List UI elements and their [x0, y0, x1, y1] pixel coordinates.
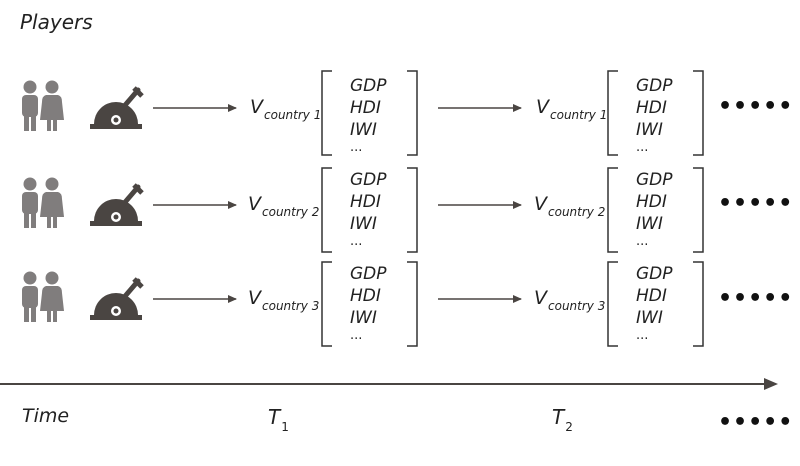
- bracket-right-row-1-t2: [693, 70, 704, 156]
- time-continuation-dots: •••••: [718, 410, 794, 435]
- bracket-right-row-1-t1: [407, 70, 418, 156]
- voting-lever-icon-row-2: [90, 183, 144, 226]
- voting-lever-icon-row-1: [90, 86, 144, 129]
- time-axis-label: Time: [22, 405, 70, 427]
- couple-icon-row-1: [22, 80, 64, 131]
- bracket-left-row-2-t1: [321, 167, 332, 253]
- bracket-right-row-3-t1: [407, 261, 418, 347]
- bracket-right-row-2-t1: [407, 167, 418, 253]
- v-label-row-3: Vcountry 3: [248, 287, 320, 313]
- bracket-right-row-2-t2: [693, 167, 704, 253]
- continuation-dots-row-3: •••••: [718, 286, 794, 311]
- bracket-left-row-3-t2: [607, 261, 618, 347]
- couple-icon-row-3: [22, 271, 64, 322]
- v-label-row-2-t2: Vcountry 2: [534, 193, 606, 219]
- time-axis-arrowhead: [764, 378, 778, 390]
- continuation-dots-row-2: •••••: [718, 191, 794, 216]
- continuation-dots-row-1: •••••: [718, 94, 794, 119]
- v-label-row-1: Vcountry 1: [250, 96, 322, 122]
- v-label-row-3-t2: Vcountry 3: [534, 287, 606, 313]
- v-label-row-1-t2: Vcountry 1: [536, 96, 608, 122]
- bracket-left-row-3-t1: [321, 261, 332, 347]
- diagram-title: Players: [20, 10, 93, 34]
- bracket-left-row-2-t2: [607, 167, 618, 253]
- couple-icon-row-2: [22, 177, 64, 228]
- time-label-t2: T2: [552, 405, 573, 434]
- voting-lever-icon-row-3: [90, 277, 144, 320]
- bracket-left-row-1-t1: [321, 70, 332, 156]
- time-label-t1: T1: [268, 405, 289, 434]
- bracket-left-row-1-t2: [607, 70, 618, 156]
- bracket-right-row-3-t2: [693, 261, 704, 347]
- v-label-row-2: Vcountry 2: [248, 193, 320, 219]
